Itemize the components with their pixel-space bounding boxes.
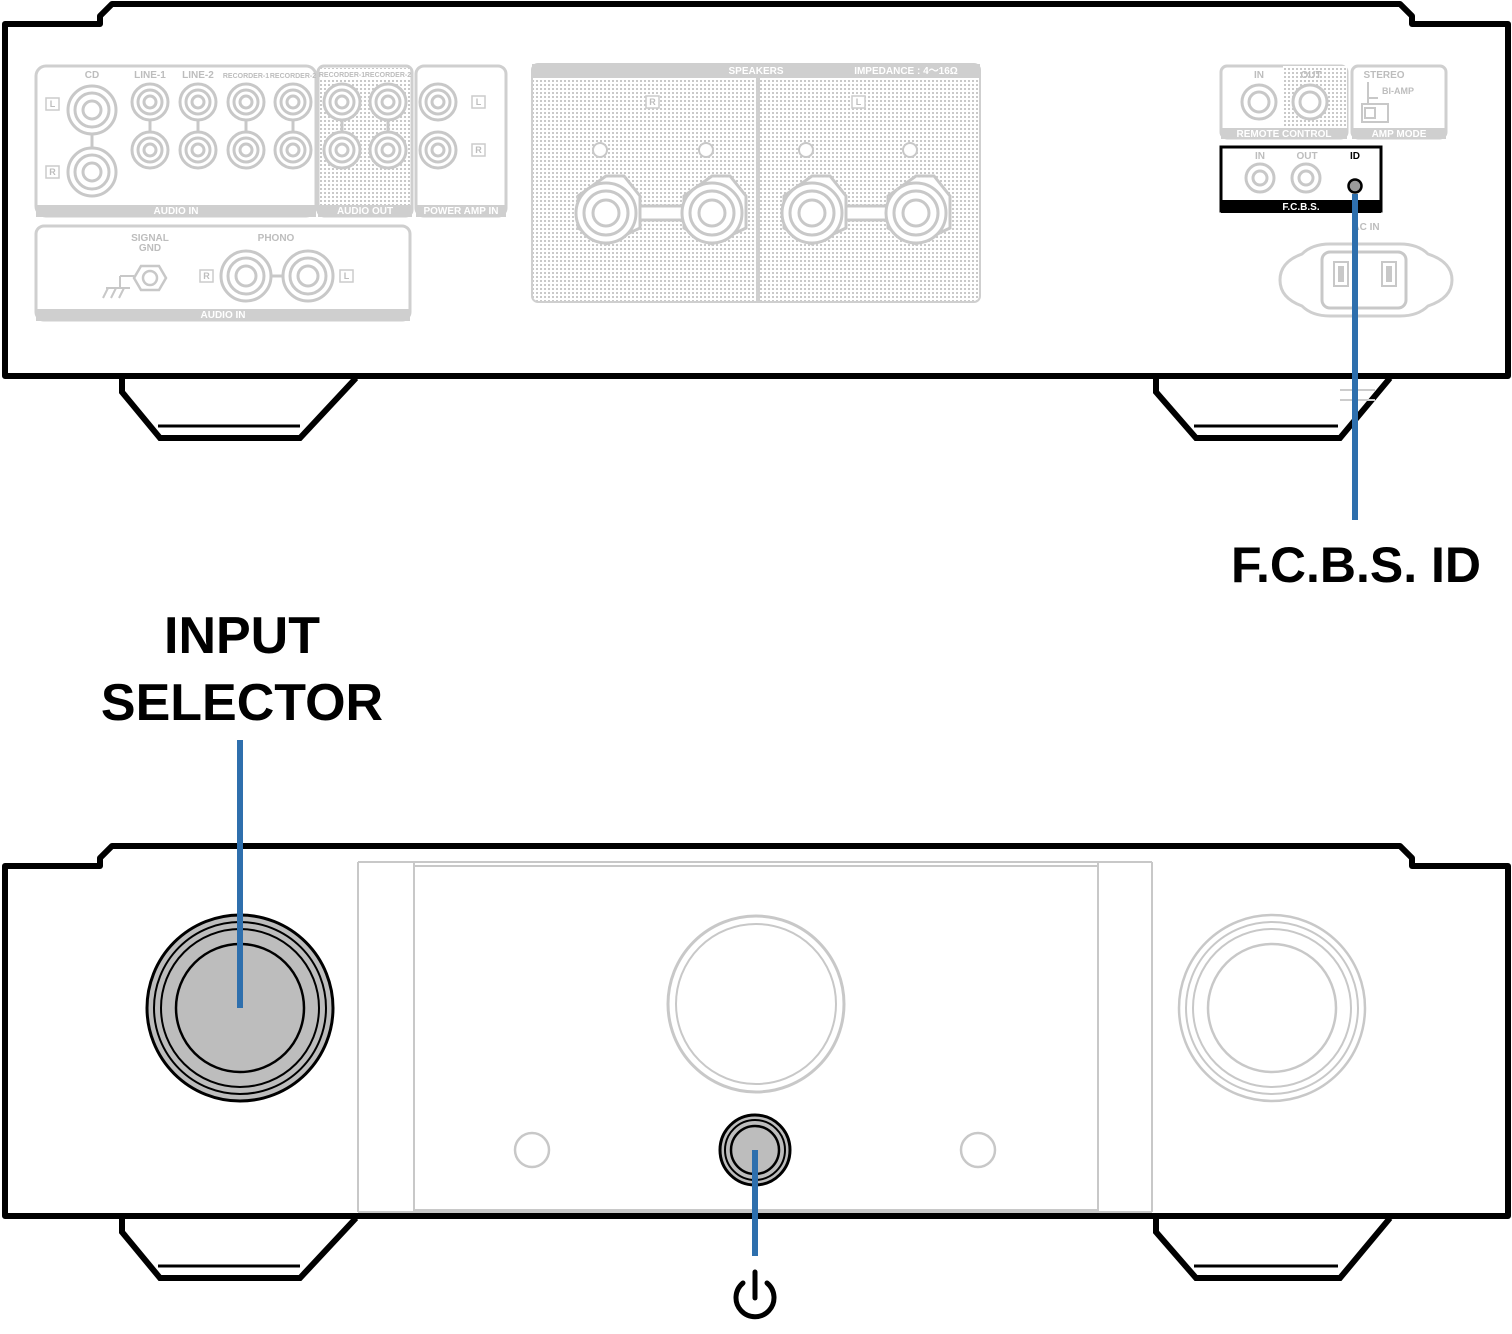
- remote-out-label: OUT: [1300, 70, 1321, 81]
- indicator-right: [959, 1131, 997, 1169]
- input-selector-callout-line2: SELECTOR: [101, 674, 383, 732]
- remote-in-label: IN: [1254, 70, 1264, 81]
- speaker-terminals: [574, 174, 952, 246]
- ac-in-label: AC IN: [1352, 222, 1379, 233]
- speakers-section: SPEAKERS IMPEDANCE : 4～16Ω R L: [531, 63, 981, 303]
- speakers-r-label: R: [649, 97, 656, 107]
- phono-l-label: L: [344, 271, 350, 281]
- speakers-l-label: L: [856, 97, 862, 107]
- line2-jacks: [178, 82, 218, 170]
- phono-section: AUDIO IN SIGNAL GND PHONO R L: [34, 224, 412, 322]
- power-amp-in-footer: POWER AMP IN: [423, 206, 498, 217]
- front-panel: INPUT SELECTOR: [2, 607, 1511, 1320]
- front-foot-left: [119, 1215, 359, 1281]
- power-amp-l-label: L: [476, 97, 482, 107]
- power-amp-in-section: POWER AMP IN L R: [414, 64, 508, 218]
- cd-jack-r: [66, 146, 118, 198]
- fcbs-id-label: ID: [1350, 151, 1360, 162]
- phono-audio-in-footer: AUDIO IN: [201, 310, 246, 321]
- audio-out-footer: AUDIO OUT: [337, 206, 393, 217]
- fcbs-id-button[interactable]: [1347, 178, 1363, 194]
- phono-label: PHONO: [258, 233, 295, 244]
- input-selector-callout-line1: INPUT: [164, 607, 320, 665]
- recorder1-in-jacks: [226, 82, 266, 170]
- gnd-terminal: [132, 264, 168, 292]
- fcbs-in-label: IN: [1255, 151, 1265, 162]
- rear-chassis-outline: [2, 1, 1511, 379]
- front-chassis-outline: [2, 843, 1511, 1219]
- audio-out-section: AUDIO OUT RECORDER-1 RECORDER-2: [316, 64, 414, 218]
- audio-out-recorder2-label: RECORDER-2: [365, 72, 411, 79]
- audio-in-l-label: L: [50, 99, 56, 109]
- right-knob[interactable]: [1177, 913, 1367, 1103]
- gnd-label: GND: [139, 243, 161, 254]
- recorder2-label: RECORDER-2: [270, 73, 316, 80]
- audio-out-recorder1-label: RECORDER-1: [319, 72, 365, 79]
- recorder2-in-jacks: [273, 82, 313, 170]
- audio-in-footer: AUDIO IN: [154, 206, 199, 217]
- audio-in-r-label: R: [49, 167, 56, 177]
- rear-panel: AUDIO IN CD LINE-1 LINE-2 RECORDER-1 REC…: [2, 1, 1511, 593]
- cd-jack-l: [66, 84, 118, 136]
- audio-in-section: AUDIO IN CD LINE-1 LINE-2 RECORDER-1 REC…: [34, 64, 318, 218]
- volume-knob[interactable]: [666, 914, 846, 1094]
- ground-icon: [102, 275, 134, 299]
- line1-label: LINE-1: [134, 70, 166, 81]
- fcbs-section: F.C.B.S. IN OUT ID: [1219, 145, 1383, 213]
- fcbs-id-callout: F.C.B.S. ID: [1231, 537, 1481, 593]
- fcbs-out-label: OUT: [1296, 151, 1317, 162]
- remote-control-footer: REMOTE CONTROL: [1237, 129, 1332, 140]
- rear-foot-left: [119, 375, 359, 441]
- remote-control-section: REMOTE CONTROL IN OUT: [1219, 64, 1349, 140]
- speakers-title: SPEAKERS: [728, 66, 783, 77]
- indicator-left: [513, 1131, 551, 1169]
- ac-in-section: AC IN: [1278, 222, 1454, 318]
- signal-label: SIGNAL: [131, 233, 169, 244]
- power-amp-r-label: R: [475, 145, 482, 155]
- fcbs-footer: F.C.B.S.: [1282, 202, 1319, 213]
- line1-jacks: [130, 82, 170, 170]
- recorder1-label: RECORDER-1: [223, 73, 269, 80]
- amp-mode-footer: AMP MODE: [1372, 129, 1427, 140]
- phono-r-label: R: [203, 271, 210, 281]
- cd-label: CD: [85, 70, 99, 81]
- front-foot-right: [1153, 1216, 1393, 1281]
- power-icon: [733, 1269, 777, 1320]
- line2-label: LINE-2: [182, 70, 214, 81]
- bi-amp-label: BI-AMP: [1382, 86, 1414, 96]
- stereo-label: STEREO: [1363, 70, 1404, 81]
- amp-mode-section: AMP MODE STEREO BI-AMP: [1350, 64, 1448, 140]
- speakers-impedance: IMPEDANCE : 4～16Ω: [854, 66, 958, 77]
